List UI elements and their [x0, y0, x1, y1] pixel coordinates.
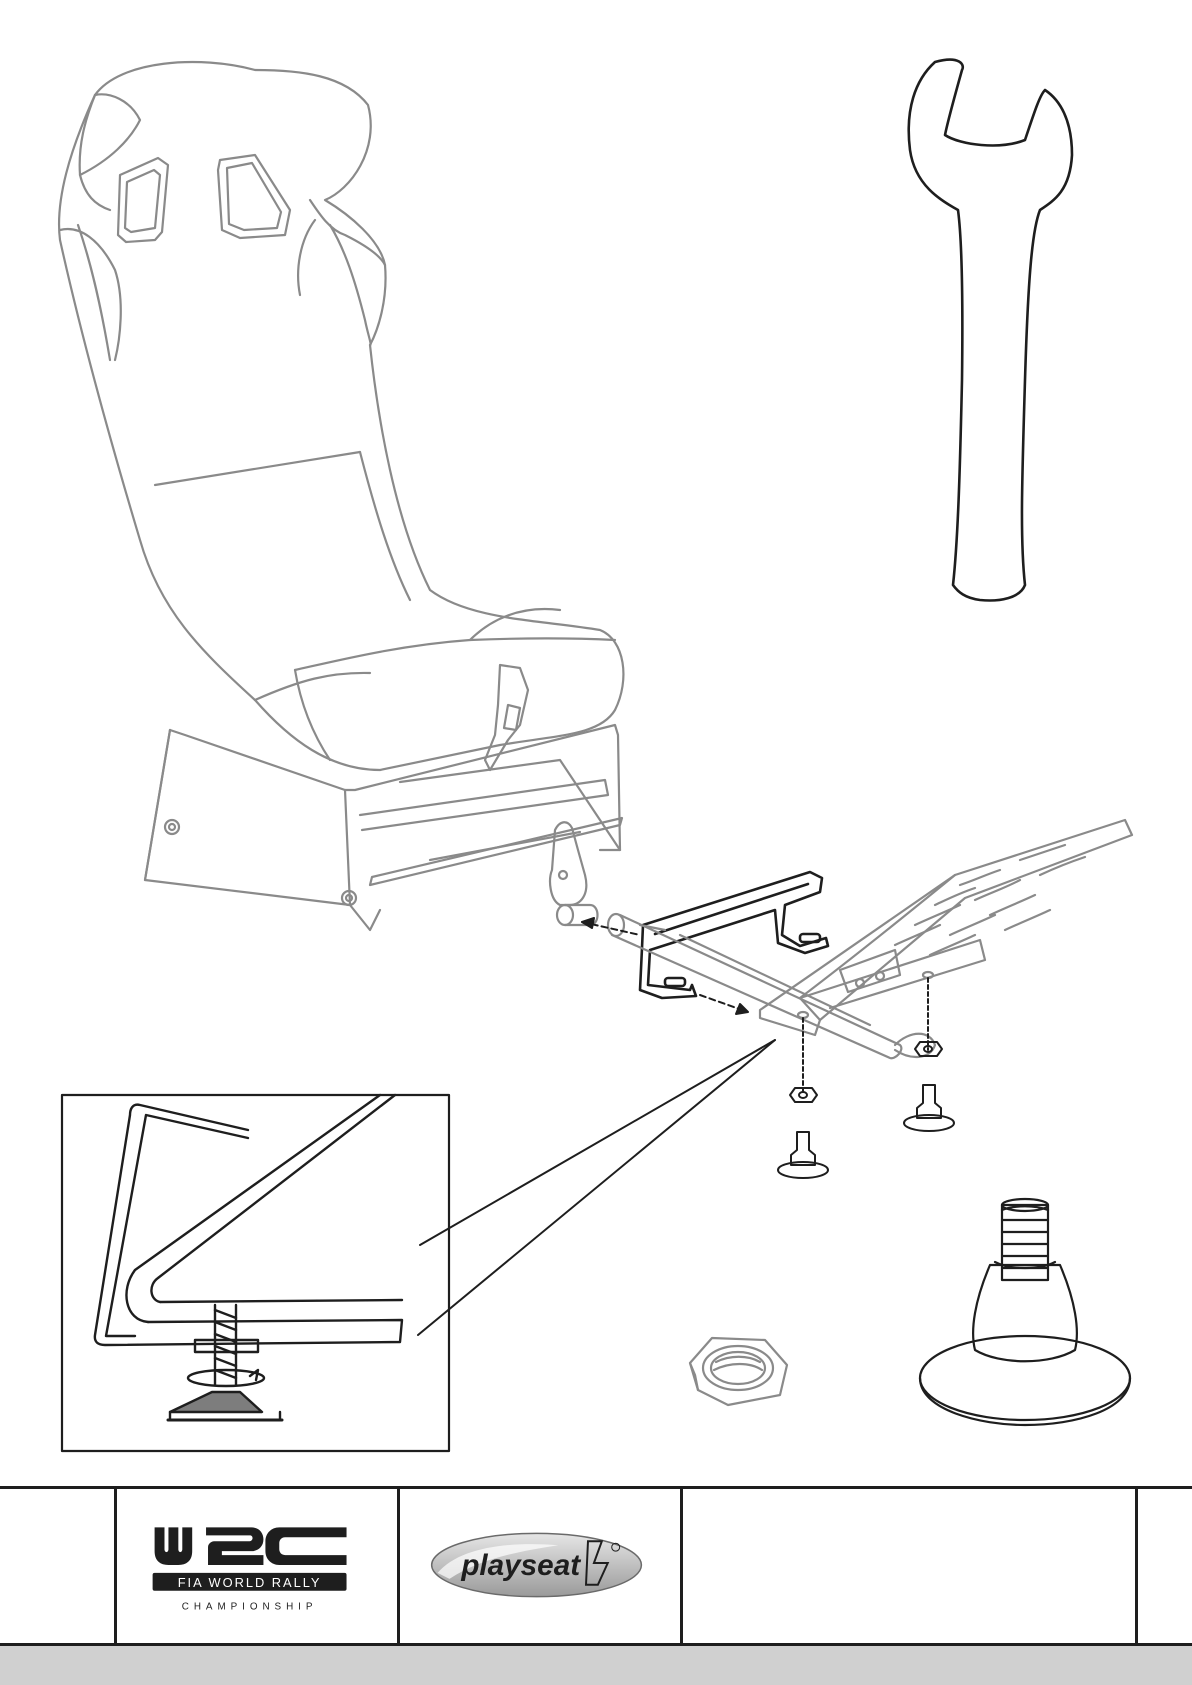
- large-foot-icon: [920, 1199, 1130, 1425]
- wrc-logo: FIA WORLD RALLY CHAMPIONSHIP: [117, 1489, 397, 1643]
- footer-cell-blank-right: [1138, 1489, 1192, 1643]
- footer-cell-playseat-logo: playseat: [400, 1489, 683, 1643]
- seat-rail-tube: [550, 822, 597, 925]
- pedal-bracket: [640, 872, 828, 998]
- detail-pointer-lines: [418, 1040, 775, 1335]
- large-nut-icon: [690, 1338, 787, 1405]
- svg-text:CHAMPIONSHIP: CHAMPIONSHIP: [182, 1602, 318, 1613]
- pedal-plate: [608, 820, 1132, 1058]
- playseat-logo: playseat: [400, 1489, 680, 1643]
- svg-text:FIA WORLD RALLY: FIA WORLD RALLY: [178, 1575, 322, 1590]
- footer-table: FIA WORLD RALLY CHAMPIONSHIP WRC playsea…: [0, 1486, 1192, 1646]
- wrench-icon: [909, 60, 1072, 601]
- footer-cell-wrc-logo: FIA WORLD RALLY CHAMPIONSHIP WRC: [117, 1489, 400, 1643]
- svg-text:playseat: playseat: [460, 1549, 581, 1582]
- assembly-illustration: [0, 0, 1192, 1480]
- footer-grey-band: [0, 1646, 1192, 1685]
- footer-cell-blank-middle: [683, 1489, 1138, 1643]
- footer-cell-blank-left: [0, 1489, 117, 1643]
- detail-box: [62, 1095, 449, 1451]
- racing-seat: [59, 62, 623, 930]
- small-nuts-and-feet: [778, 1042, 954, 1178]
